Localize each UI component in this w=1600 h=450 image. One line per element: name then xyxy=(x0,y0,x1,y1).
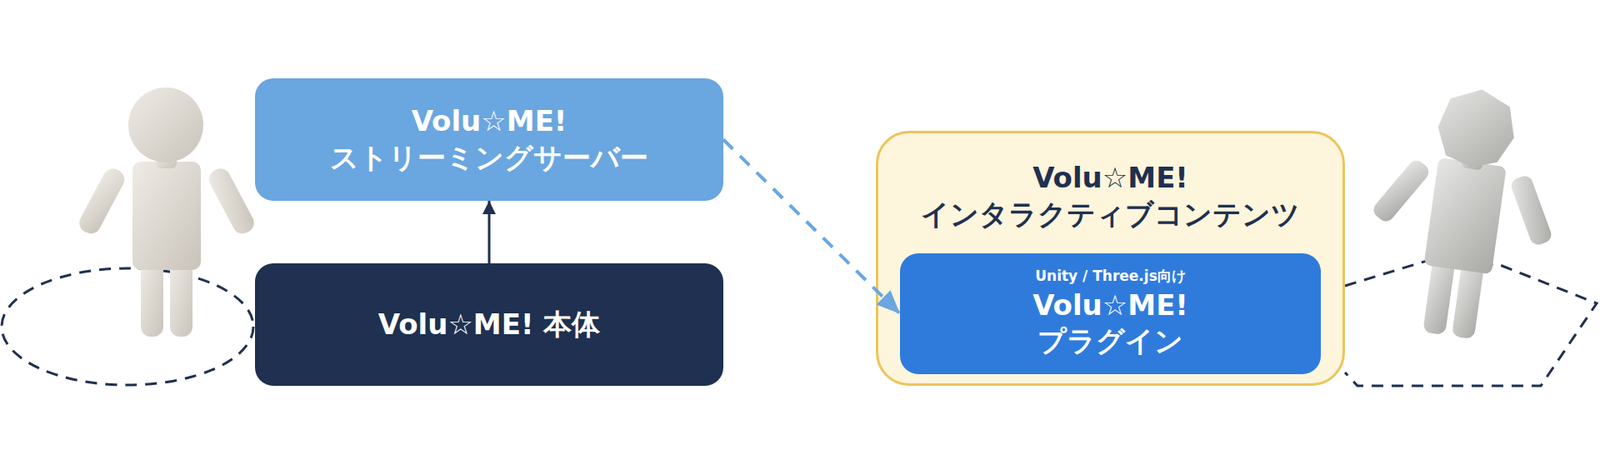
node-label: Volu☆ME! プラグイン xyxy=(1032,287,1189,360)
target-note: Unity / Three.js向け xyxy=(1035,267,1186,286)
node-label: Volu☆ME! インタラクティブコンテンツ xyxy=(920,160,1300,233)
core-box: Volu☆ME! 本体 xyxy=(255,263,724,386)
flow-arrow xyxy=(723,140,900,315)
server-box: Volu☆ME! ストリーミングサーバー xyxy=(255,78,724,201)
plugin-box: Unity / Three.js向けVolu☆ME! プラグイン xyxy=(900,253,1321,375)
flow-arrow xyxy=(488,200,491,264)
floor-ellipse xyxy=(1,268,254,385)
content-container: Volu☆ME! インタラクティブコンテンツ Unity / Three.js向け… xyxy=(875,130,1345,386)
floor-polygon xyxy=(1345,260,1597,386)
human-figure-right xyxy=(1355,76,1574,349)
node-label: Volu☆ME! ストリーミングサーバー xyxy=(330,103,649,176)
node-label: Volu☆ME! 本体 xyxy=(378,306,601,344)
human-figure-left xyxy=(75,87,258,337)
